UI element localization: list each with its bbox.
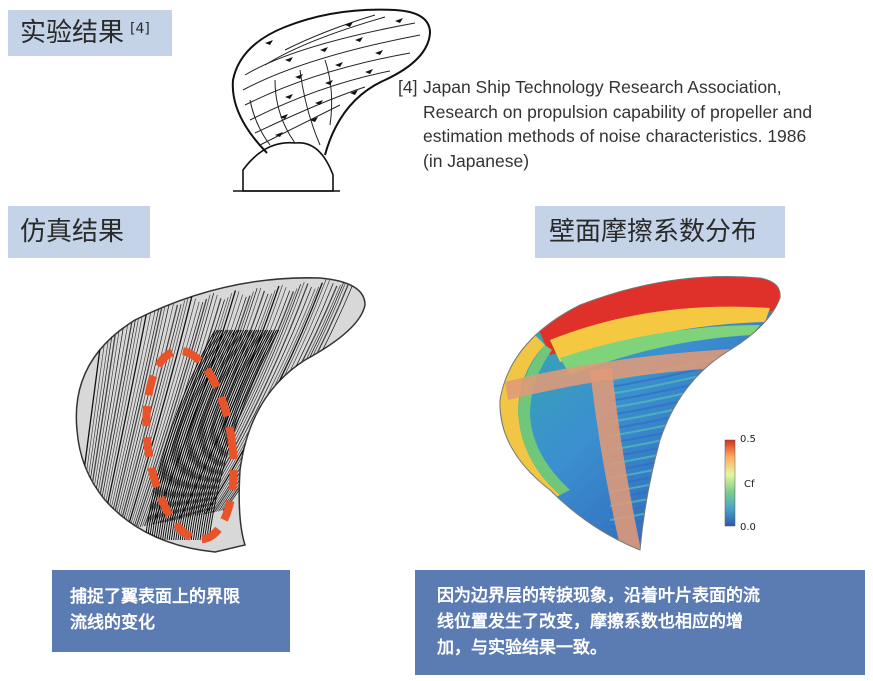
streamline <box>189 288 298 518</box>
streamline <box>146 299 225 526</box>
streamline <box>137 294 211 528</box>
streamline <box>151 329 222 541</box>
streamline <box>115 302 175 532</box>
wall-friction-title: 壁面摩擦系数分布 <box>549 217 758 247</box>
wall-friction-label: 壁面摩擦系数分布 <box>535 206 785 258</box>
streamline <box>199 329 271 541</box>
streamline <box>170 329 242 541</box>
streamline <box>173 329 244 541</box>
simulation-result-title: 仿真结果 <box>20 217 125 247</box>
streamline <box>142 294 218 527</box>
streamline <box>187 291 295 518</box>
streamline <box>195 329 266 541</box>
cf-colorbar: 0.5 Cf 0.0 <box>724 434 756 533</box>
streamline <box>117 304 179 532</box>
streamline <box>155 329 227 541</box>
streamline <box>155 291 240 525</box>
streamline <box>159 296 247 524</box>
streamline <box>179 329 251 541</box>
streamline <box>133 301 204 529</box>
streamline <box>198 286 312 516</box>
streamline <box>144 329 216 541</box>
streamline <box>100 302 150 535</box>
friction-caption: 因为边界层的转捩现象，沿着叶片表面的流 线位置发生了改变，摩擦系数也相应的增 加… <box>415 570 865 675</box>
streamline <box>105 307 157 534</box>
streamline <box>107 306 160 534</box>
colorbar-max-label: 0.5 <box>740 434 756 445</box>
simulation-result-label: 仿真结果 <box>8 206 150 258</box>
streamline <box>126 295 193 530</box>
simulation-streamlines <box>76 277 356 541</box>
streamline <box>122 300 186 531</box>
streamline <box>192 329 264 541</box>
streamline <box>184 329 255 541</box>
caption-line: 因为边界层的转捩现象，沿着叶片表面的流 <box>437 586 760 606</box>
streamline <box>135 298 208 529</box>
streamline <box>98 301 146 536</box>
experiment-result-label: 实验结果 [4] <box>8 10 172 56</box>
streamline <box>194 281 305 517</box>
streamline <box>197 329 269 541</box>
streamline <box>196 283 309 516</box>
caption-line: 加，与实验结果一致。 <box>437 638 607 658</box>
streamline <box>157 329 229 541</box>
streamline <box>120 304 182 531</box>
experiment-sketch <box>231 8 432 192</box>
highlight-dashed-ellipse <box>142 346 238 544</box>
streamline <box>146 329 218 541</box>
simulation-caption: 捕捉了翼表面上的界限 流线的变化 <box>52 570 290 652</box>
streamline <box>175 329 247 541</box>
simulation-blade-streamlines <box>75 277 366 553</box>
streamline <box>177 329 249 541</box>
reference-line: (in Japanese) <box>423 150 530 171</box>
caption-line: 捕捉了翼表面上的界限 <box>70 587 240 607</box>
streamline <box>129 298 196 530</box>
streamline <box>148 329 220 541</box>
colorbar-min-label: 0.0 <box>740 522 756 533</box>
streamline <box>186 329 258 541</box>
reference-line: Research on propulsion capability of pro… <box>423 101 813 122</box>
streamline <box>181 329 253 541</box>
streamline <box>181 284 283 519</box>
streamline <box>111 298 167 533</box>
reference-citation: [4] Japan Ship Technology Research Assoc… <box>398 75 868 173</box>
streamline <box>102 305 153 535</box>
streamline <box>185 290 291 518</box>
colorbar-title: Cf <box>744 479 755 490</box>
experiment-ref-marker: [4] <box>130 21 150 37</box>
streamline <box>124 296 189 531</box>
streamline <box>192 284 301 517</box>
caption-line: 线位置发生了改变，摩擦系数也相应的增 <box>437 612 743 632</box>
streamline <box>168 329 240 541</box>
streamline <box>131 301 200 529</box>
caption-line: 流线的变化 <box>70 613 155 633</box>
streamline <box>109 301 164 534</box>
reference-line: Japan Ship Technology Research Associati… <box>423 77 782 97</box>
streamline <box>113 299 171 533</box>
streamline <box>153 329 225 541</box>
experiment-result-title: 实验结果 <box>20 18 125 48</box>
streamline <box>188 329 260 541</box>
reference-line: estimation methods of noise characterist… <box>423 126 807 146</box>
streamline <box>139 292 215 528</box>
streamline <box>190 329 262 541</box>
reference-number: [4] <box>398 77 418 97</box>
